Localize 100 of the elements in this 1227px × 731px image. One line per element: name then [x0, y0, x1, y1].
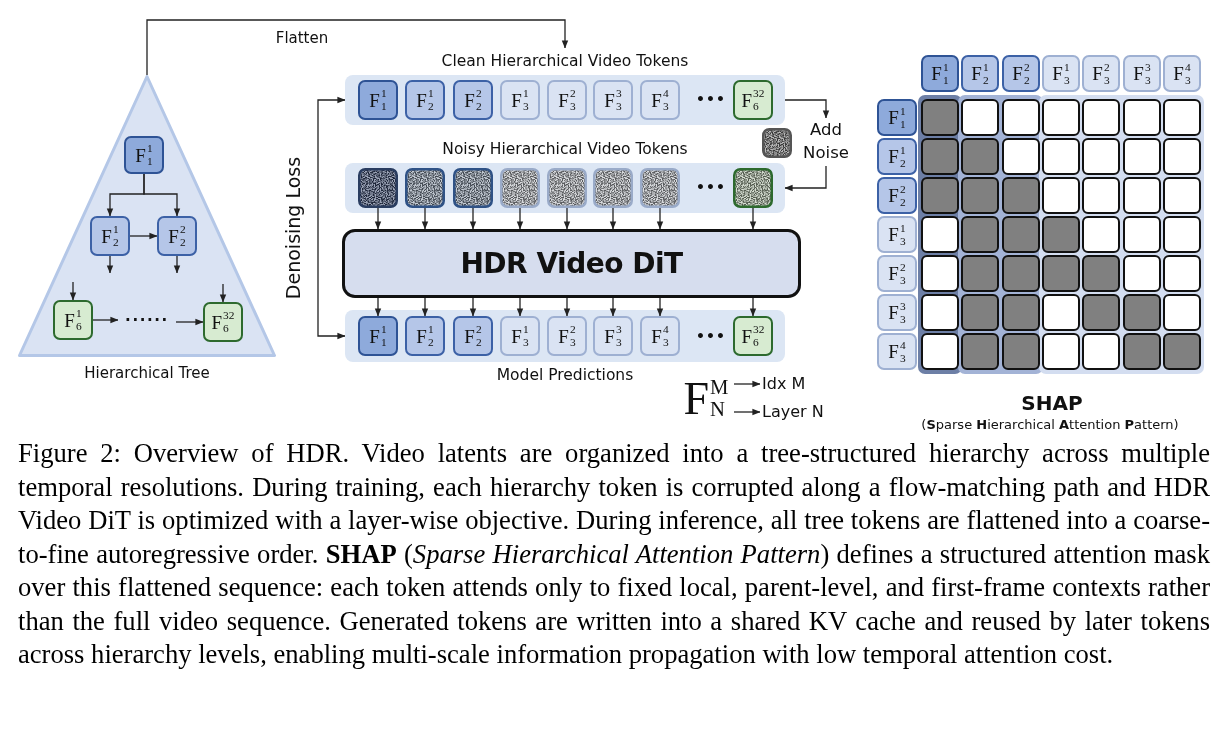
- noisy-token: [500, 168, 540, 208]
- arrow: [421, 207, 429, 230]
- arrow: [421, 297, 429, 317]
- blank-cell: [1163, 216, 1201, 253]
- arrow: [656, 207, 664, 230]
- blank-cell: [1163, 138, 1201, 175]
- blank-cell: [1123, 138, 1161, 175]
- arrow: [175, 318, 204, 326]
- shaded-cell: [1082, 255, 1120, 292]
- noisy-token: [640, 168, 680, 208]
- edge-label: Denoising Loss: [281, 156, 305, 300]
- noisy-token: [358, 168, 398, 208]
- arrow: [609, 297, 617, 317]
- figure-caption: Figure 2: Overview of HDR. Video latents are organized into a tree-structured hierarchy across multiple temporal resolutions. During training, each hierarchy token is corrupted along a flow-matching path and HDR Video DiT is optimized with a layer-wise objective. During inference, all tree tokens are flattened into a coarse-to-fine autoregressive order. SHAP (Sparse Hierarchical Attention Pattern) defines a structured attention mask over this flattened sequence: each token attends only to fixed local, parent-level, and first-frame contexts rather than the full video sequence. Generated tokens are written into a shared KV cache and reused by later tokens across hierarchy levels, enabling multi-scale information propagation with low temporal attention cost.: [18, 437, 1210, 671]
- shaded-cell: [961, 138, 999, 175]
- blank-cell: [1123, 177, 1161, 214]
- arrow: [374, 297, 382, 317]
- blank-cell: [961, 99, 999, 136]
- blank-cell: [1163, 99, 1201, 136]
- blank-cell: [1042, 294, 1080, 331]
- shaded-cell: [1042, 216, 1080, 253]
- blank-cell: [1042, 99, 1080, 136]
- shaded-cell: [921, 177, 959, 214]
- notation-label: Idx M: [762, 374, 828, 394]
- arrow: [749, 297, 757, 317]
- shaded-cell: [1002, 255, 1040, 292]
- step-label: Add Noise: [802, 119, 850, 164]
- blank-cell: [1123, 255, 1161, 292]
- arrow: [749, 207, 757, 230]
- arrow: [146, 19, 569, 76]
- arrow: [563, 297, 571, 317]
- shaded-cell: [1123, 294, 1161, 331]
- panel-title: SHAP: [1021, 390, 1083, 416]
- shaded-cell: [961, 177, 999, 214]
- double-headed-arrow: [317, 96, 346, 340]
- shaded-cell: [1042, 255, 1080, 292]
- blank-cell: [1082, 216, 1120, 253]
- noisy-token: [405, 168, 445, 208]
- band-title: Model Predictions: [495, 365, 635, 385]
- blank-cell: [1163, 294, 1201, 331]
- arrow: [469, 297, 477, 317]
- blank-cell: [1042, 138, 1080, 175]
- shaded-cell: [1002, 333, 1040, 370]
- shaded-cell: [1163, 333, 1201, 370]
- shaded-cell: [1082, 294, 1120, 331]
- blank-cell: [1123, 99, 1161, 136]
- notation-label: Layer N: [762, 402, 842, 422]
- shaded-cell: [1123, 333, 1161, 370]
- blank-cell: [1123, 216, 1161, 253]
- blank-cell: [921, 294, 959, 331]
- shaded-cell: [961, 255, 999, 292]
- arrow: [69, 281, 77, 301]
- arrow: [784, 165, 827, 192]
- blank-cell: [921, 333, 959, 370]
- arrow: [784, 99, 830, 119]
- blank-cell: [1082, 138, 1120, 175]
- ellipsis: ......: [118, 305, 176, 327]
- arrow: [129, 232, 158, 240]
- band-title: Clean Hierarchical Video Tokens: [440, 51, 690, 71]
- arrow: [219, 283, 227, 303]
- ellipsis: •••: [696, 328, 726, 346]
- edge-label: Flatten: [275, 29, 329, 47]
- blank-cell: [1042, 177, 1080, 214]
- blank-cell: [1082, 177, 1120, 214]
- arrow: [516, 297, 524, 317]
- panel-subtitle: (Sparse Hierarchical Attention Pattern): [921, 416, 1179, 434]
- blank-cell: [921, 216, 959, 253]
- shaded-cell: [921, 99, 959, 136]
- shaded-cell: [961, 333, 999, 370]
- blank-cell: [1082, 99, 1120, 136]
- arrow: [374, 207, 382, 230]
- ellipsis: •••: [696, 179, 726, 197]
- blank-cell: [1163, 255, 1201, 292]
- arrow: [92, 316, 119, 324]
- arrow: [656, 297, 664, 317]
- blank-cell: [921, 255, 959, 292]
- noisy-token: [593, 168, 633, 208]
- arrow: [733, 380, 761, 388]
- blank-cell: [1002, 99, 1040, 136]
- shaded-cell: [1002, 216, 1040, 253]
- arrow: [173, 255, 181, 274]
- arrow: [106, 255, 114, 274]
- shaded-cell: [921, 138, 959, 175]
- arrow: [609, 207, 617, 230]
- blank-cell: [1163, 177, 1201, 214]
- noisy-token: [547, 168, 587, 208]
- arrow: [143, 173, 181, 217]
- shaded-cell: [1002, 177, 1040, 214]
- band-title: Noisy Hierarchical Video Tokens: [441, 139, 689, 159]
- shaded-cell: [961, 216, 999, 253]
- ellipsis: •••: [696, 91, 726, 109]
- blank-cell: [1082, 333, 1120, 370]
- arrow: [563, 207, 571, 230]
- noisy-token: [733, 168, 773, 208]
- shaded-cell: [961, 294, 999, 331]
- model-block: HDR Video DiT: [342, 229, 801, 298]
- arrow: [516, 207, 524, 230]
- blank-cell: [1042, 333, 1080, 370]
- noisy-token: [453, 168, 493, 208]
- arrow: [733, 408, 761, 416]
